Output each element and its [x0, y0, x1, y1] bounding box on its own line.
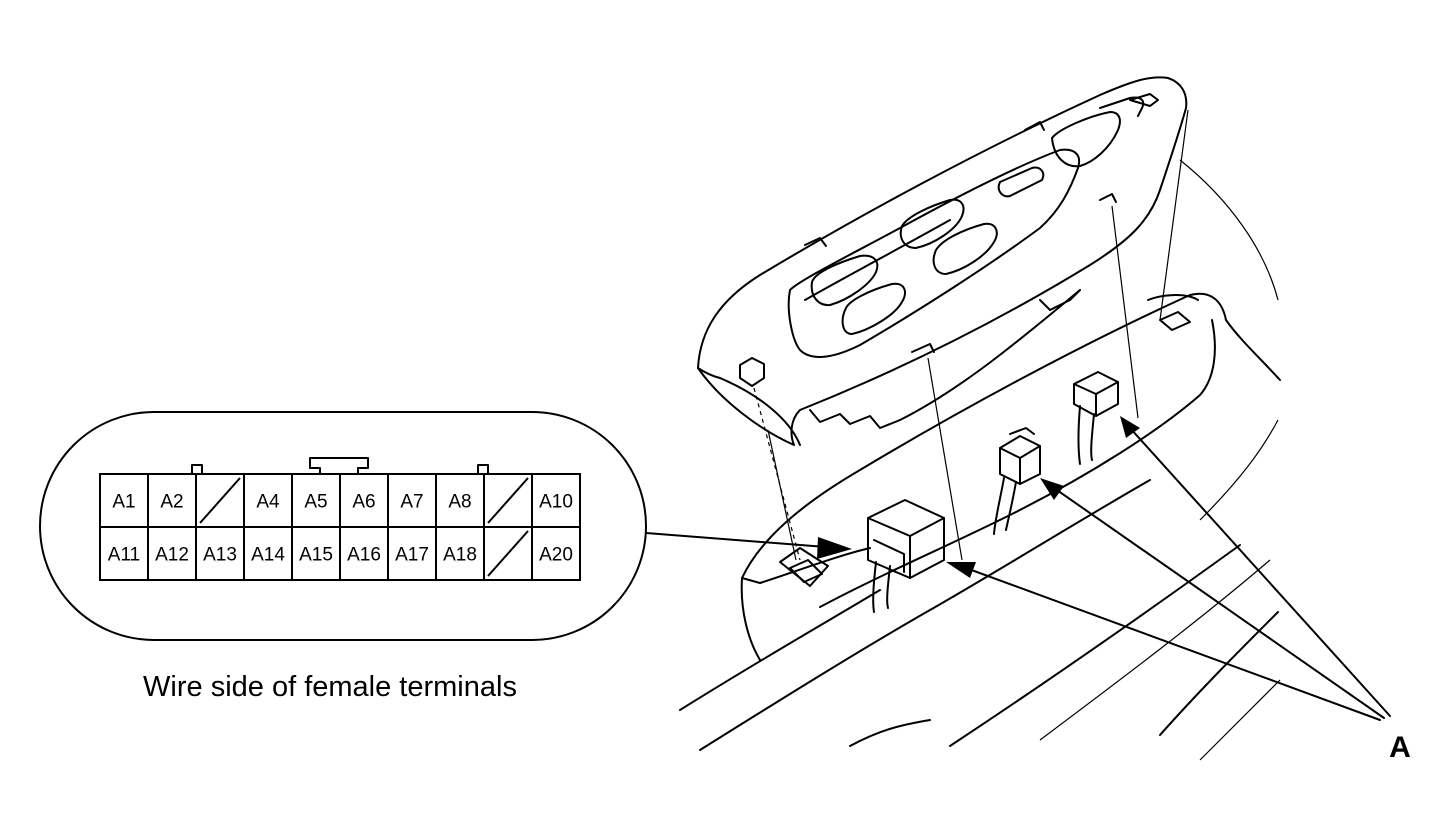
- inset-arrow: [645, 532, 852, 559]
- terminal-label: A5: [304, 492, 327, 513]
- terminal-label: A4: [256, 492, 280, 513]
- vehicle-connectors: [867, 371, 1119, 613]
- terminal-cell: [531, 526, 581, 581]
- connector-tab-right: [477, 464, 489, 475]
- terminal-label: A1: [112, 492, 135, 513]
- inset-caption: Wire side of female terminals: [143, 671, 517, 703]
- terminal-label: A18: [443, 545, 477, 566]
- door-armrest: [679, 159, 1281, 761]
- connector-tab-left: [191, 464, 203, 475]
- terminal-label: A15: [299, 545, 333, 566]
- terminal-label: A12: [155, 545, 189, 566]
- terminal-label: A6: [352, 492, 375, 513]
- terminal-label: A2: [160, 492, 183, 513]
- terminal-label: A8: [448, 492, 471, 513]
- terminal-label: A17: [395, 545, 429, 566]
- terminal-blank-mark: [199, 477, 241, 524]
- master-switch-panel: [697, 76, 1188, 446]
- terminal-label: A14: [251, 545, 285, 566]
- inset-bubble: [39, 411, 647, 641]
- terminal-label: A11: [108, 545, 140, 566]
- callout-label: A: [1389, 731, 1411, 764]
- terminal-blank-mark: [487, 477, 529, 524]
- terminal-label: A16: [347, 545, 381, 566]
- terminal-blank-mark: [487, 530, 529, 577]
- terminal-label: A7: [400, 492, 423, 513]
- alignment-guides: [753, 109, 1189, 561]
- terminal-label: A13: [203, 545, 237, 566]
- terminal-label: A10: [539, 492, 573, 513]
- callout-a: A: [946, 416, 1411, 764]
- connector-lock-tab: [309, 457, 369, 475]
- terminal-label: A20: [539, 545, 573, 566]
